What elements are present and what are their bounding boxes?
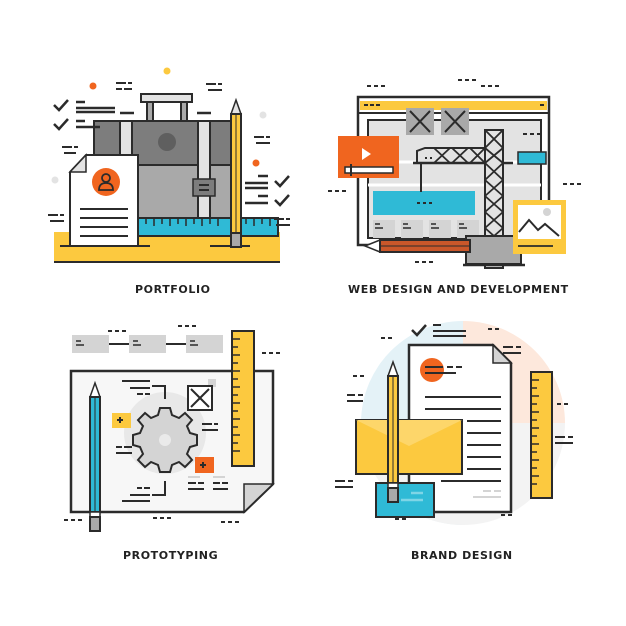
brand-design-illustration (335, 321, 573, 525)
envelope-icon (355, 419, 463, 475)
checklist-right (245, 174, 290, 207)
ruler-icon (231, 330, 255, 467)
video-player-icon (338, 136, 399, 178)
logo-circle (420, 358, 444, 382)
check-icon (411, 324, 427, 337)
panel-prototyping: PROTOTYPING (0, 313, 313, 626)
web-design-illustration (328, 79, 581, 269)
add-badge-orange-icon (195, 457, 214, 473)
panel-brand-design: BRAND DESIGN (313, 313, 626, 626)
panel-portfolio: PORTFOLIO (0, 0, 313, 313)
prototyping-illustration (64, 325, 280, 532)
ruler-icon (137, 217, 279, 237)
image-card-icon (513, 200, 566, 254)
checklist-left (53, 99, 115, 131)
placeholder-box-icon (187, 379, 216, 411)
caption-portfolio: PORTFOLIO (135, 283, 211, 296)
add-badge-yellow-icon (112, 413, 131, 428)
portfolio-illustration (48, 67, 290, 263)
gear-icon (132, 407, 198, 473)
caption-brand-design: BRAND DESIGN (411, 549, 513, 562)
pencil-icon (229, 97, 243, 248)
ruler-icon (530, 371, 553, 499)
crane-icon (413, 129, 525, 269)
flow-diagram (72, 335, 223, 353)
caption-web-design: WEB DESIGN AND DEVELOPMENT (348, 283, 569, 296)
pencil-icon (362, 238, 471, 254)
business-card-icon (375, 482, 435, 518)
pencil-icon (386, 359, 400, 503)
pencil-icon (88, 380, 102, 532)
resume-document-icon (68, 153, 139, 247)
panel-web-design: WEB DESIGN AND DEVELOPMENT (313, 0, 626, 313)
caption-prototyping: PROTOTYPING (123, 549, 219, 562)
